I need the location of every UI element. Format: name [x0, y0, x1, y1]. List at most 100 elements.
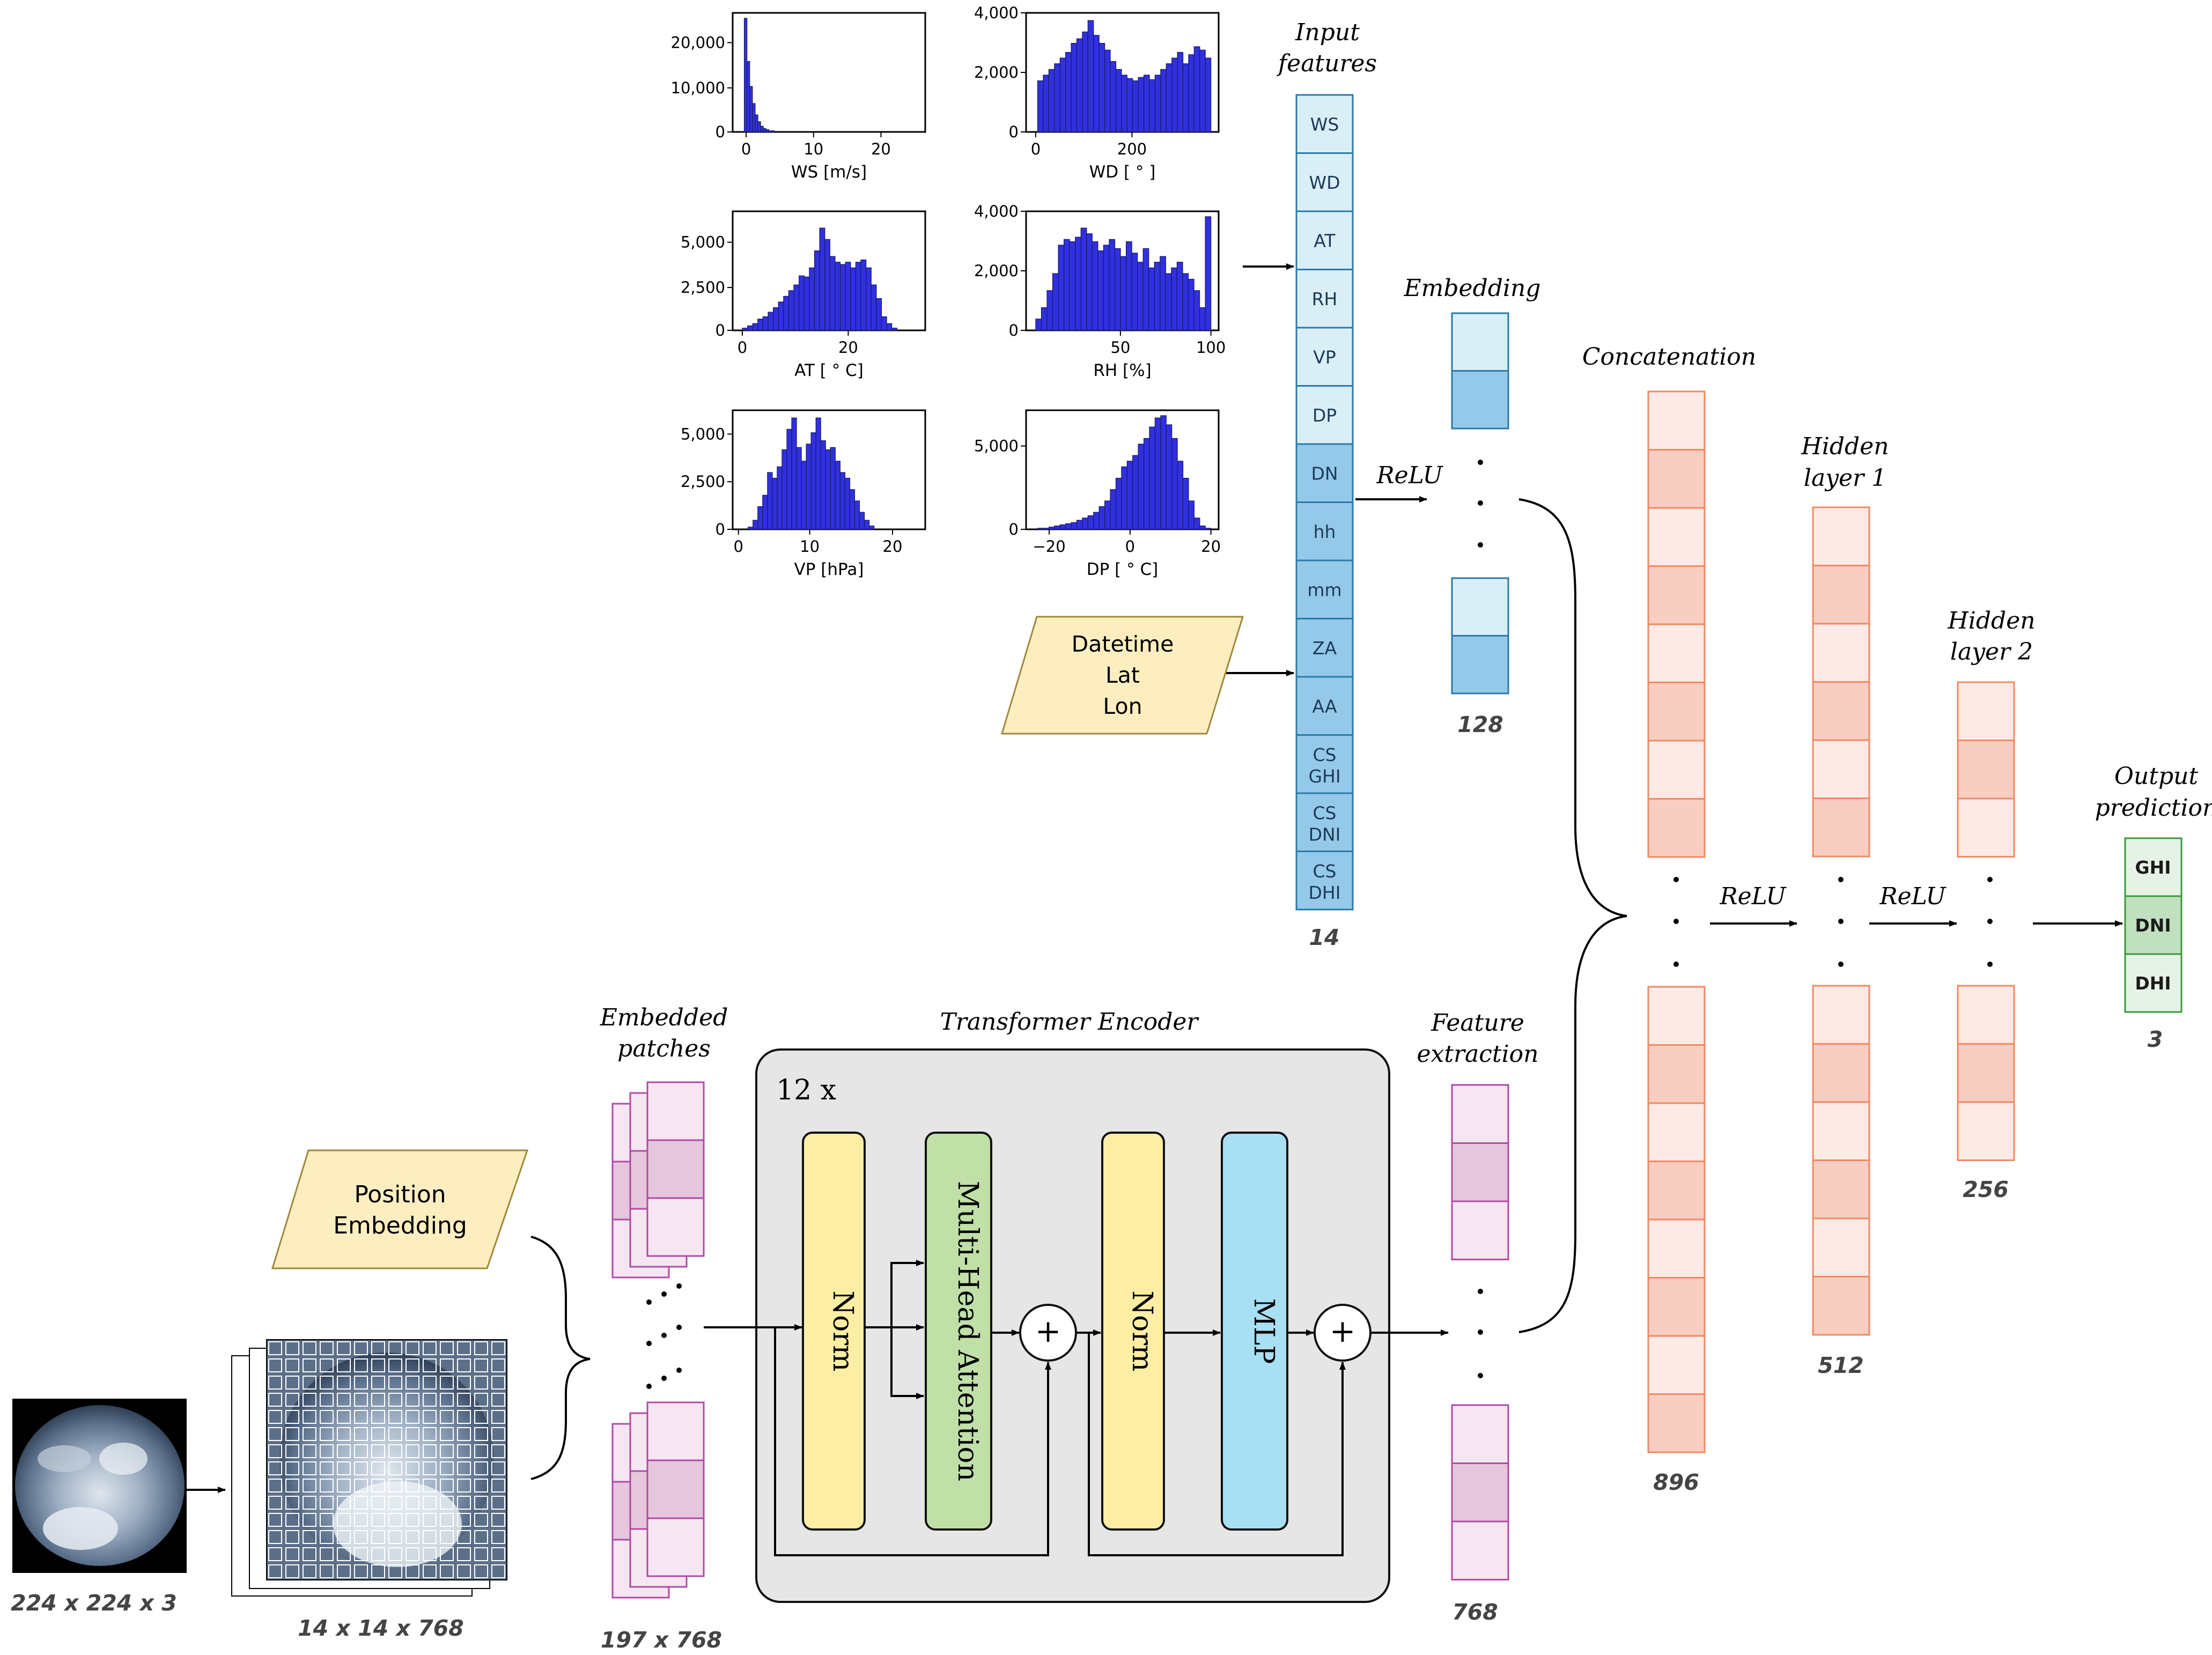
- y-tick-label: 0: [1009, 520, 1019, 538]
- patch-cell: [268, 1358, 282, 1372]
- patch-cell: [457, 1479, 471, 1493]
- patch-cell: [268, 1393, 282, 1407]
- patch-cell: [234, 1427, 247, 1439]
- histogram-bar: [1154, 417, 1161, 530]
- patch-cell: [268, 1444, 282, 1458]
- patch-cell: [337, 1547, 351, 1561]
- patch-cell: [405, 1376, 419, 1390]
- embedding-ellipsis: [1478, 460, 1483, 548]
- vector-cell: [1957, 985, 2015, 1045]
- patch-cell: [440, 1376, 454, 1390]
- patch-cell: [303, 1444, 316, 1458]
- histogram-bar: [1110, 489, 1117, 530]
- histogram-bar: [1076, 520, 1083, 530]
- histogram-bar: [854, 500, 860, 530]
- histogram-bar: [760, 125, 764, 132]
- vector-cell: [1451, 577, 1509, 637]
- patch-cell: [491, 1513, 505, 1527]
- histogram-bar: [844, 477, 851, 530]
- patch-cell: [234, 1444, 247, 1457]
- patch-cell: [388, 1530, 402, 1544]
- feature-label: RH: [1312, 289, 1338, 309]
- patch-cell: [491, 1358, 505, 1372]
- patch-cell: [440, 1530, 454, 1544]
- histogram-bar: [1059, 524, 1066, 530]
- feature-label: AT: [1314, 230, 1336, 251]
- output-label: DHI: [2135, 973, 2171, 994]
- relu-label-embedding: ReLU: [1376, 462, 1443, 489]
- feature-label-line: DNI: [1309, 824, 1341, 845]
- histogram-bar: [1054, 63, 1060, 132]
- patch-cell: [252, 1350, 264, 1363]
- patch-cell: [252, 1419, 264, 1432]
- datetime-label: Datetime: [1072, 631, 1174, 657]
- patch-cell: [457, 1376, 471, 1390]
- vector-cell: [1647, 390, 1706, 450]
- feature-extraction-title: extraction: [1417, 1040, 1538, 1068]
- vector-cell: [1812, 797, 1870, 858]
- patch-cell: [234, 1581, 247, 1594]
- histogram-xlabel: WD [ ° ]: [1089, 162, 1156, 182]
- patch-cell: [337, 1530, 351, 1544]
- histogram-bar: [1166, 424, 1173, 530]
- patch-cell: [268, 1564, 282, 1578]
- patch-cell: [423, 1427, 437, 1441]
- histogram-bar: [749, 86, 753, 132]
- patch-cell: [320, 1444, 334, 1458]
- histogram-bar: [1046, 290, 1053, 331]
- vector-cell: [1451, 1142, 1509, 1202]
- feature-cell: [1295, 501, 1354, 561]
- histogram-bar: [825, 449, 831, 530]
- patch-cell: [354, 1513, 368, 1527]
- concatenation-ellipsis: [1673, 877, 1679, 967]
- patch-cell: [440, 1444, 454, 1458]
- histogram-bar: [1205, 57, 1212, 132]
- histogram-bar: [1114, 248, 1121, 331]
- histogram-bar: [1109, 239, 1116, 331]
- histogram-bar: [1176, 262, 1183, 331]
- residual-skip-2: [1088, 1333, 1346, 1556]
- histogram-bar: [786, 428, 792, 530]
- vector-cell: [1812, 1217, 1870, 1277]
- patch-cell: [354, 1427, 368, 1441]
- hidden-layer1-title: layer 1: [1804, 464, 1886, 492]
- histogram-bar: [763, 128, 766, 132]
- patch-cell: [474, 1496, 488, 1510]
- patch-cell: [252, 1539, 264, 1552]
- histogram-bar: [1054, 526, 1060, 530]
- histogram-bar: [1037, 528, 1044, 530]
- vector-cell: [1812, 681, 1870, 741]
- histogram-bar: [783, 295, 790, 331]
- histogram-bar: [762, 494, 768, 530]
- y-tick-label: 5,000: [681, 233, 725, 252]
- histogram-bar: [1160, 69, 1167, 132]
- embedded-patches-dim: 197 x 768: [601, 1627, 722, 1653]
- input-features-dim: 14: [1309, 925, 1339, 950]
- histogram-bar: [855, 262, 861, 331]
- histogram-xlabel: AT [ ° C]: [794, 361, 864, 380]
- histogram-bar: [1138, 444, 1145, 530]
- patch-cell: [234, 1409, 247, 1422]
- y-tick-label: 10,000: [671, 79, 725, 97]
- hidden-layer1-title: Hidden: [1801, 433, 1889, 460]
- hidden-layer1-ellipsis: [1838, 877, 1844, 967]
- feature-cell: [1295, 792, 1354, 852]
- concatenation-dim: 896: [1653, 1469, 1699, 1495]
- histogram-bar: [1071, 43, 1078, 132]
- histogram-bar: [1076, 38, 1083, 132]
- vector-cell: [1451, 1520, 1509, 1580]
- histogram-bar: [1065, 523, 1072, 530]
- feature-cell: [1295, 851, 1354, 911]
- patch-cell: [405, 1479, 419, 1493]
- y-tick-label: 20,000: [671, 34, 725, 52]
- patch-cell: [268, 1410, 282, 1424]
- vector-cell: [1647, 507, 1706, 567]
- position-embedding-box: [271, 1149, 529, 1269]
- patch-cell: [252, 1505, 264, 1518]
- patch-cell: [354, 1564, 368, 1578]
- vector-cell: [1812, 985, 1870, 1045]
- transformer-encoder-title: Transformer Encoder: [940, 1008, 1200, 1036]
